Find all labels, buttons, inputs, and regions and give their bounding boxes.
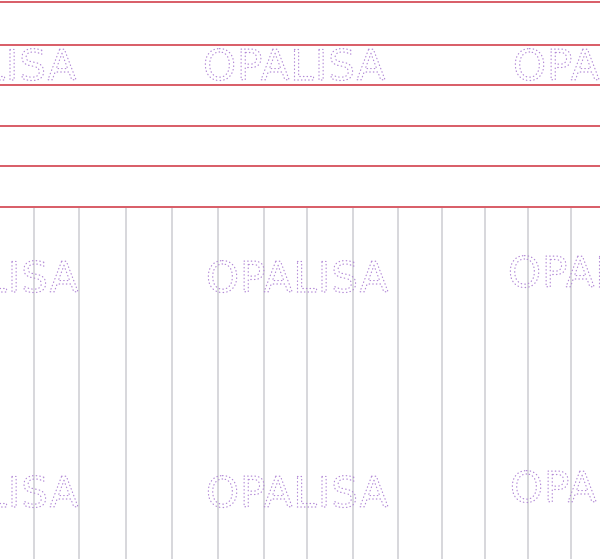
watermark-text-1: OPALISA [0, 41, 77, 90]
watermark-text-9: OPALISA [510, 463, 600, 512]
watermark-text-4: OPALISA [0, 253, 79, 302]
horizontal-rules-group [0, 1, 600, 208]
watermark-text-3: OPALISA [513, 41, 600, 90]
watermark-group: OPALISA OPALISA OPALISA OPALISA OPALISA OPALI… [0, 40, 600, 517]
vertical-rules-group [33, 207, 572, 559]
watermark-text-8: OPALISA [206, 468, 389, 517]
watermark-text-7: OPALISA [0, 468, 79, 517]
watermark-text-6: OPALISA [508, 248, 600, 297]
watermark-text-5: OPALISA [206, 253, 389, 302]
watermark-text-2: OPALISA [203, 41, 386, 90]
